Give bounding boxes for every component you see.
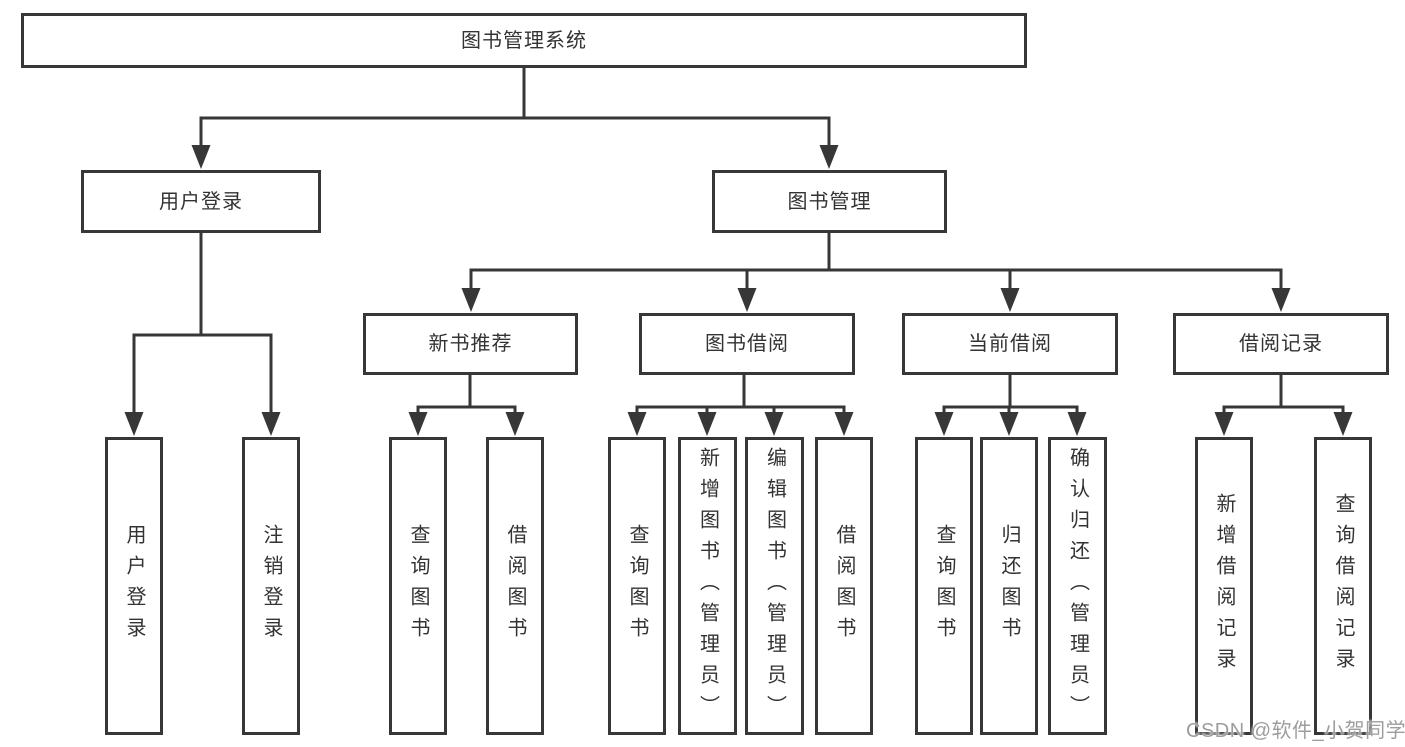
- node-book-borrow: 图书借阅: [639, 313, 855, 375]
- leaf-user-login-label: 用户登录: [123, 524, 145, 648]
- leaf-user-login: 用户登录: [105, 437, 163, 735]
- connector-user-login-to-leaves: [124, 231, 281, 436]
- node-borrow-records: 借阅记录: [1173, 313, 1389, 375]
- leaf-add-book-admin-label: 新增图书（管理员）: [696, 446, 719, 726]
- leaf-return-book: 归还图书: [980, 437, 1038, 735]
- arrow-head: [461, 288, 481, 312]
- leaf-query-books-borrow-label: 查询图书: [626, 524, 648, 648]
- leaf-edit-book-admin: 编辑图书（管理员）: [745, 437, 804, 735]
- arrow-head: [627, 412, 647, 436]
- arrow-head: [1333, 412, 1353, 436]
- leaf-borrow-books-label: 借阅图书: [833, 524, 855, 648]
- connector-borrow-records-to-leaves: [1214, 373, 1353, 436]
- leaf-query-borrow-record-label: 查询借阅记录: [1332, 493, 1354, 679]
- arrow-head: [697, 412, 717, 436]
- leaf-borrow-books-recommend-label: 借阅图书: [504, 524, 526, 648]
- arrow-head: [1000, 288, 1020, 312]
- connector-current-borrow-to-leaves: [934, 373, 1087, 436]
- leaf-logout-label: 注销登录: [260, 524, 282, 648]
- node-library-management-system: 图书管理系统: [21, 13, 1027, 68]
- connector-book-management-to-level3: [461, 231, 1291, 312]
- arrow-head: [1214, 412, 1234, 436]
- node-new-book-recommend: 新书推荐: [363, 313, 578, 375]
- arrow-head: [191, 145, 211, 169]
- leaf-query-books-borrow: 查询图书: [608, 437, 666, 735]
- arrow-head: [505, 412, 525, 436]
- leaf-return-book-label: 归还图书: [998, 524, 1020, 648]
- leaf-query-books-current-label: 查询图书: [933, 524, 955, 648]
- arrow-head: [834, 412, 854, 436]
- leaf-confirm-return-admin: 确认归还（管理员）: [1048, 437, 1107, 735]
- leaf-borrow-books: 借阅图书: [815, 437, 873, 735]
- arrow-head: [764, 412, 784, 436]
- arrow-head: [1271, 288, 1291, 312]
- leaf-logout: 注销登录: [242, 437, 300, 735]
- leaf-confirm-return-admin-label: 确认归还（管理员）: [1066, 446, 1089, 726]
- leaf-add-book-admin: 新增图书（管理员）: [678, 437, 737, 735]
- leaf-query-books-recommend-label: 查询图书: [407, 524, 429, 648]
- leaf-query-books-recommend: 查询图书: [389, 437, 447, 735]
- arrow-head: [737, 288, 757, 312]
- connector-root-to-level2: [191, 66, 839, 169]
- arrow-head: [124, 412, 144, 436]
- leaf-add-borrow-record-label: 新增借阅记录: [1213, 493, 1235, 679]
- arrow-head: [408, 412, 428, 436]
- arrow-head: [999, 412, 1019, 436]
- node-user-login-branch: 用户登录: [81, 170, 321, 233]
- arrow-head: [819, 145, 839, 169]
- watermark: CSDN @软件_小贺同学: [1186, 720, 1405, 742]
- arrow-head: [261, 412, 281, 436]
- leaf-add-borrow-record: 新增借阅记录: [1195, 437, 1253, 735]
- node-current-borrow: 当前借阅: [902, 313, 1118, 375]
- leaf-query-borrow-record: 查询借阅记录: [1314, 437, 1372, 735]
- node-book-management-branch: 图书管理: [712, 170, 947, 233]
- leaf-edit-book-admin-label: 编辑图书（管理员）: [763, 446, 786, 726]
- arrow-head: [1067, 412, 1087, 436]
- leaf-query-books-current: 查询图书: [915, 437, 973, 735]
- leaf-borrow-books-recommend: 借阅图书: [486, 437, 544, 735]
- connector-new-book-to-leaves: [408, 373, 525, 436]
- arrow-head: [934, 412, 954, 436]
- connector-book-borrow-to-leaves: [627, 373, 854, 436]
